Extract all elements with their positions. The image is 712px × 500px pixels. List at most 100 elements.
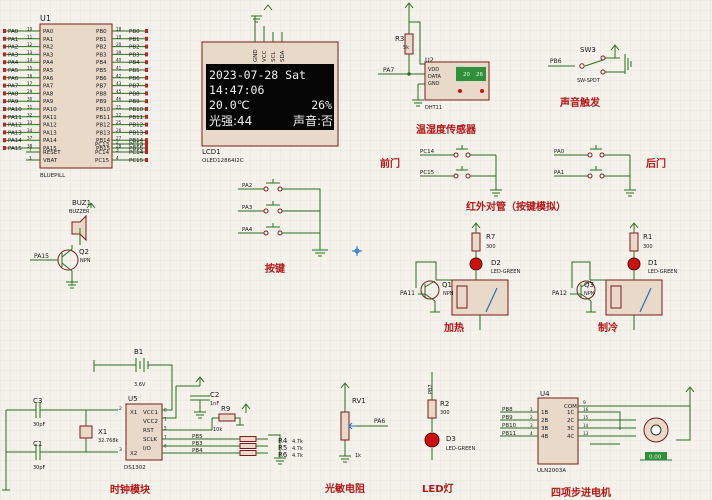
key-button-contact[interactable] (263, 208, 269, 214)
u1-left-pin-name: PA6 (43, 76, 54, 82)
u1-left-pin-net: PA3 (8, 52, 19, 58)
r4-ref-label: R4 (278, 437, 288, 445)
d1-led (627, 257, 641, 271)
ir-front-label: 前门 (380, 157, 400, 170)
dht-readout-hum: 26 (476, 72, 483, 78)
d3-part-label: LED-GREEN (446, 446, 475, 452)
light-sensor-rv1[interactable]: RV1 PA6 1k 光敏电阻 (324, 382, 388, 495)
u1-left-pin-number: 38 (27, 144, 33, 149)
u1-right-pin-net: PB4 (129, 60, 140, 66)
u1-left-pin-number: 17 (27, 81, 33, 86)
u1-right-pin-number: 39 (116, 50, 122, 55)
dht-section-label: 温湿度传感器 (416, 123, 477, 136)
dht-button-up[interactable] (480, 89, 484, 93)
u1-left-pin-net: PA6 (8, 76, 19, 82)
ir-button-contact[interactable] (587, 173, 593, 179)
key-button-contact[interactable] (277, 208, 283, 214)
u1-right-pin-number: 43 (116, 81, 122, 86)
u5-pin-x1-num: 2 (119, 406, 122, 412)
u1-left-pin-marker (3, 130, 6, 135)
r2-value-label: 300 (440, 410, 450, 416)
ir-button-contact[interactable] (453, 152, 459, 158)
u1-left-pin-number: 31 (27, 105, 33, 110)
u1-right-pin-name: PB13 (96, 130, 111, 136)
c3-ref-label: C3 (33, 397, 42, 405)
key-button-contact[interactable] (277, 230, 283, 236)
d3-led (424, 432, 440, 448)
u1-right-pin-number: 20 (116, 42, 122, 47)
u1-left-pin-name: PA10 (43, 107, 57, 113)
sound-section-label: 声音触发 (559, 96, 601, 109)
heat-driver[interactable]: R7 300 D2 LED-GREEN PA11 Q1 NPN 加热 (400, 222, 520, 334)
u1-right-pin-marker (145, 44, 148, 49)
motor-value: 0.00 (649, 455, 662, 461)
u1-left-pin-name: PA9 (43, 99, 54, 105)
rv1-body (340, 411, 350, 441)
dht11-sensor[interactable]: R3 5k PA7 U2 VDD DATA GND 20 26 DHT11 温湿… (378, 2, 490, 136)
ir-button-contact[interactable] (599, 173, 605, 179)
key-button-contact[interactable] (263, 186, 269, 192)
q2-net-label: PA15 (34, 253, 49, 260)
u1-left-pin-name: PA7 (43, 84, 54, 90)
dht-ref-label: U2 (425, 56, 434, 64)
r9-ref-label: R9 (221, 405, 230, 413)
u1-left-pin-net: PA4 (8, 60, 19, 66)
cursor-probe-marker (352, 246, 362, 256)
ir-button-contact[interactable] (599, 152, 605, 158)
rtc-net-label: PB4 (192, 448, 203, 454)
sound-switch-sw3[interactable]: SW3 PB6 SW-SPDT 声音触发 (548, 44, 632, 109)
c2-value-label: 1nF (210, 401, 219, 407)
u1-right-pin-marker (145, 146, 148, 150)
ir-button-contact[interactable] (453, 173, 459, 179)
u1-bottom-right-pin-number: 4 (116, 156, 119, 161)
rtc-net-label: PB3 (192, 441, 203, 447)
u5-right-pin-number: 1 (164, 417, 167, 422)
led-d3[interactable]: PB7 R2 300 D3 LED-GREEN LED灯 (422, 372, 475, 495)
r4-value-label: 4.7k (292, 439, 303, 445)
u1-bottom-right-pin-number: 2 (116, 140, 119, 145)
ir-button-wire (554, 145, 630, 156)
u1-left-pin-name: PA8 (43, 91, 54, 97)
u1-right-pin-marker (145, 68, 148, 72)
u1-right-pin-number: 45 (116, 89, 122, 94)
lcd-pin-label: SCL (271, 51, 277, 62)
u1-part-label: BLUEPILL (40, 173, 66, 179)
q3-net-label: PA12 (552, 290, 567, 297)
r7-value-label: 300 (486, 244, 496, 250)
r2-resistor (427, 399, 437, 419)
u1-right-pin-number: 19 (116, 34, 122, 39)
u1-right-pin-net: PB12 (129, 123, 143, 129)
buzzer-circuit[interactable]: BUZ1 BUZZER PA15 Q2 NPN (30, 199, 96, 289)
r5-value-label: 4.7k (292, 446, 303, 452)
ir-button-contact[interactable] (465, 152, 471, 158)
b1-ref-label: B1 (134, 348, 143, 356)
u1-right-pin-name: PB14 (96, 138, 111, 144)
r1-resistor (629, 232, 639, 252)
c2-ref-label: C2 (210, 391, 219, 399)
dht-pin-gnd: GND (428, 81, 440, 87)
ir-button-contact[interactable] (465, 173, 471, 179)
u1-left-pin-name: PA3 (43, 52, 54, 58)
u1-left-pin-marker (3, 107, 6, 111)
key-button-contact[interactable] (263, 230, 269, 236)
key-button-wire (238, 223, 313, 234)
ir-button-contact[interactable] (587, 152, 593, 158)
cool-relay (605, 279, 663, 316)
u4-input-name: 2B (541, 418, 548, 424)
cool-driver[interactable]: R1 300 D1 LED-GREEN PA12 Q3 NPN 制冷 (552, 222, 677, 334)
u1-right-pin-marker (145, 107, 148, 111)
u1-left-pin-number: 10 (27, 27, 33, 32)
key-button-contact[interactable] (277, 186, 283, 192)
d1-part-label: LED-GREEN (648, 269, 677, 275)
u1-left-pin-marker (3, 99, 6, 104)
u4-input-net: PB11 (502, 431, 516, 437)
dht-button-down[interactable] (458, 89, 462, 93)
q1-transistor (420, 280, 440, 300)
u5-right-pin-name: VCC2 (143, 419, 158, 425)
